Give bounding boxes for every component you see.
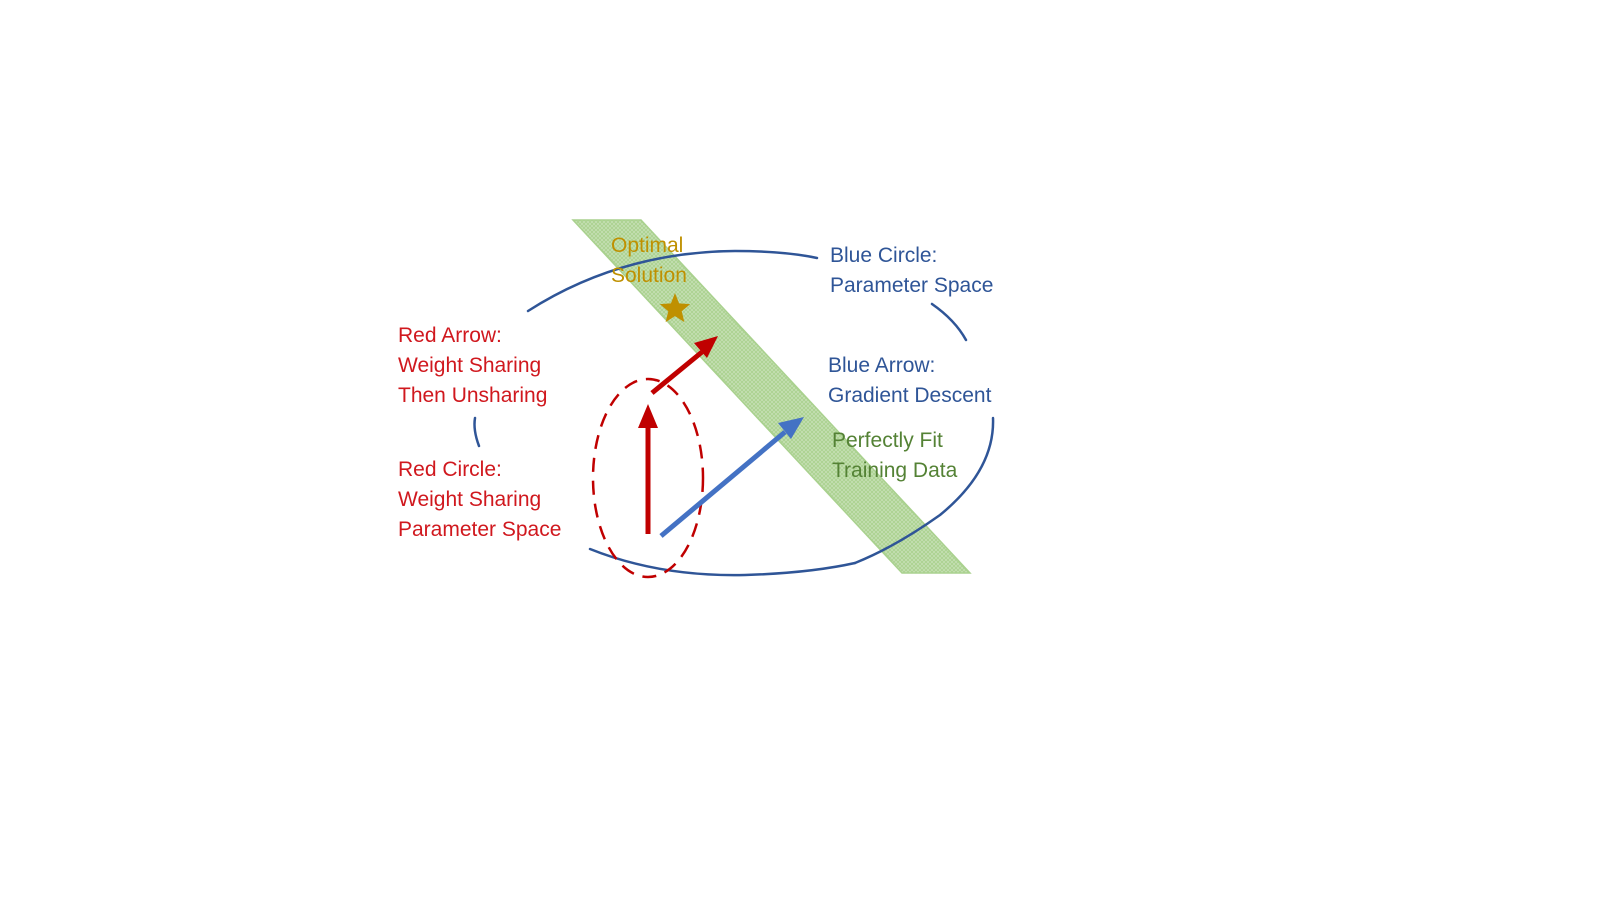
blue-arrow-label: Blue Arrow: Gradient Descent	[828, 354, 992, 407]
optimal-label-line1: Optimal	[611, 234, 683, 257]
blue-arrow-label-line2: Gradient Descent	[828, 384, 992, 407]
weight-sharing-ellipse	[591, 377, 705, 579]
perfect-fit-label-line2: Training Data	[832, 459, 958, 482]
red-arrow-label-line3: Then Unsharing	[398, 384, 547, 407]
blue-circle-label-line2: Parameter Space	[830, 274, 993, 297]
blue-circle-label: Blue Circle: Parameter Space	[830, 244, 993, 297]
red-circle-label: Red Circle: Weight Sharing Parameter Spa…	[398, 458, 561, 541]
red-arrow-label-line1: Red Arrow:	[398, 324, 502, 347]
star-icon	[659, 293, 691, 323]
red-arrow-label: Red Arrow: Weight Sharing Then Unsharing	[398, 324, 547, 407]
red-circle-label-line1: Red Circle:	[398, 458, 502, 481]
parameter-space-ellipse	[473, 249, 995, 577]
perfect-fit-label: Perfectly Fit Training Data	[832, 429, 958, 482]
blue-arrow-label-line1: Blue Arrow:	[828, 354, 935, 377]
red-arrow-label-line2: Weight Sharing	[398, 354, 541, 377]
red-arrow-weight-sharing	[638, 404, 658, 534]
optimal-label-line2: Solution	[611, 264, 687, 287]
blue-circle-label-line1: Blue Circle:	[830, 244, 937, 267]
red-circle-label-line3: Parameter Space	[398, 518, 561, 541]
red-arrow-unsharing	[650, 336, 718, 395]
red-circle-label-line2: Weight Sharing	[398, 488, 541, 511]
blue-arrow-gradient-descent	[659, 417, 804, 538]
perfect-fit-label-line1: Perfectly Fit	[832, 429, 943, 452]
optimal-solution-label: Optimal Solution	[611, 234, 687, 287]
